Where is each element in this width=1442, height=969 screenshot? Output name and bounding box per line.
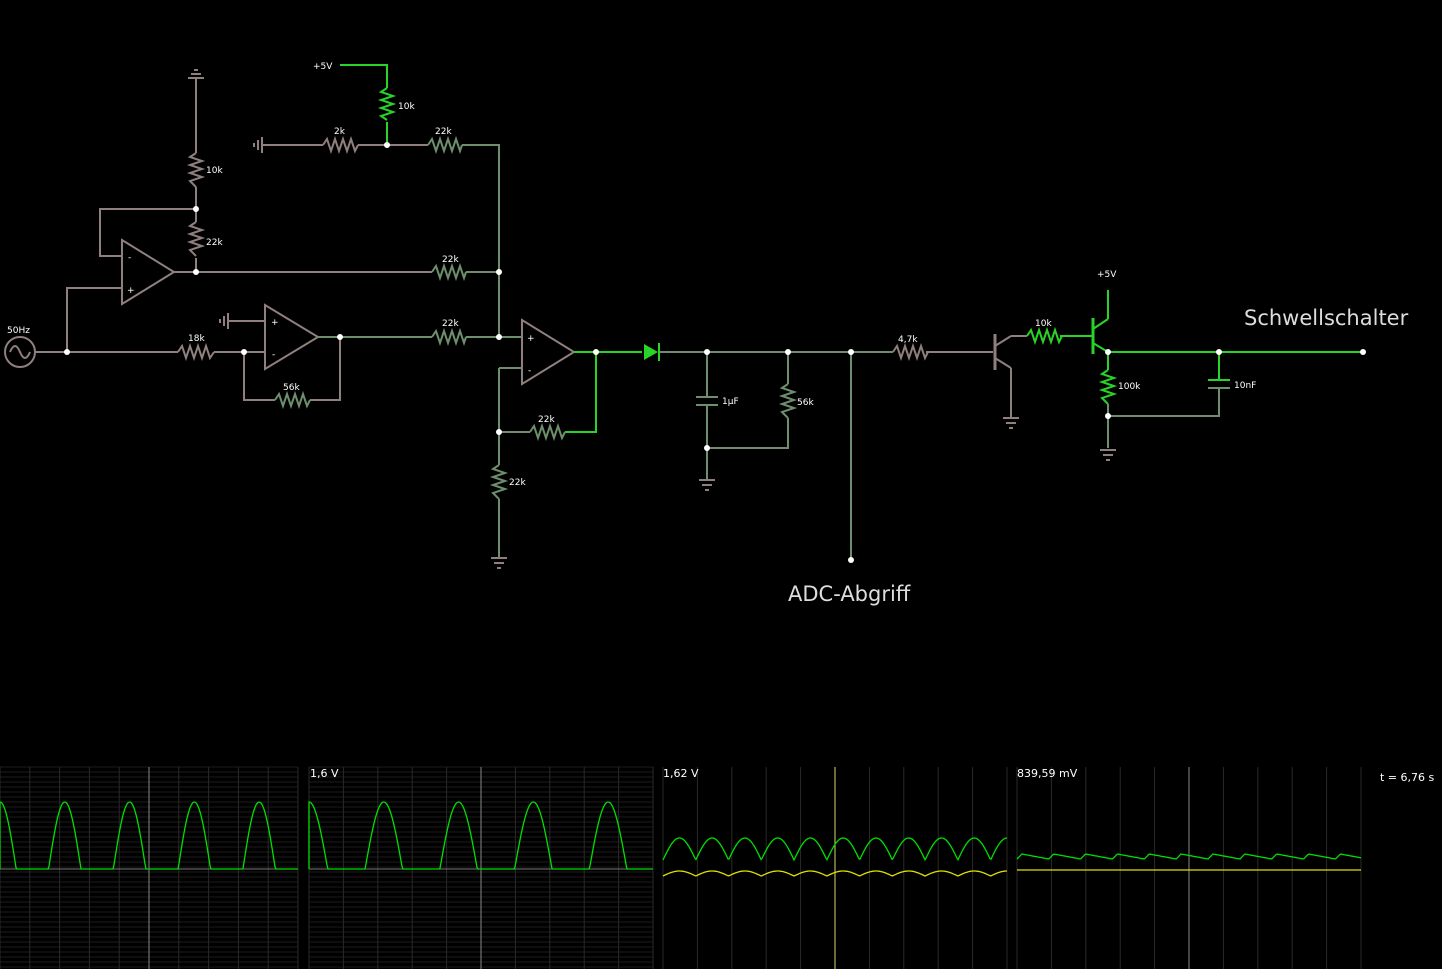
wires-middle [498,272,642,558]
scope-2-value: 1,6 V [310,767,339,780]
resistor-22k-top[interactable] [427,135,463,155]
resistor-22k-gnd[interactable] [489,464,509,500]
wires-left [35,78,432,401]
vcc-top-label: +5V [313,62,333,72]
capacitor-10nF[interactable] [1208,379,1230,389]
vcc-right-label: +5V [1097,270,1117,280]
schwell-label: Schwellschalter [1244,306,1409,330]
scope-panel-3[interactable] [662,767,1008,969]
opamp2-minus: - [272,350,275,360]
scope-panel-4[interactable] [1016,767,1362,969]
ground-symbol-opamp2 [219,313,229,329]
opamp1-minus: - [128,253,131,263]
r-22k-mid-label: 22k [442,255,459,265]
r-10k-left-label: 10k [206,166,223,176]
r-10k-base-label: 10k [1035,319,1052,329]
resistor-56k[interactable] [778,383,798,419]
diode[interactable] [644,343,660,361]
wires-rc [706,352,852,560]
r-10k-top-label: 10k [398,102,415,112]
r-56k-fb-label: 56k [283,383,300,393]
resistor-2k[interactable] [322,135,359,155]
resistor-4k7[interactable] [892,342,929,362]
resistor-22k-in2[interactable] [431,327,467,347]
ac-source[interactable] [4,336,36,368]
scope-panel-1[interactable] [0,766,299,969]
scope-panels[interactable] [0,766,1362,969]
opamp-1[interactable] [121,238,176,306]
ground-symbol-t1 [1003,417,1019,429]
r-22k-in2-label: 22k [442,319,459,329]
wires-top [262,64,500,272]
scope-panel-2[interactable] [308,766,654,969]
source-label: 50Hz [7,326,30,336]
r-2k-label: 2k [334,127,346,137]
ground-symbol-out [1100,449,1116,461]
r-22k-fb1-label: 22k [206,238,223,248]
resistor-10k-left[interactable] [186,152,206,188]
opamp1-plus: + [127,286,135,296]
simulation-time: t = 6,76 s [1380,771,1435,784]
ground-symbol-top-left [188,69,204,79]
opamp-2[interactable] [264,303,320,371]
capacitor-1uF[interactable] [696,396,718,406]
ground-symbol-rc [699,479,715,491]
transistor-pnp-2[interactable] [1091,290,1109,354]
opamp-3[interactable] [521,318,576,386]
resistor-10k-base[interactable] [1026,326,1063,346]
scope-3-value: 1,62 V [663,767,699,780]
resistor-10k-top[interactable] [377,87,397,121]
r-22k-top-label: 22k [435,127,452,137]
resistor-56k-fb[interactable] [274,390,311,410]
opamp3-minus: - [528,366,531,376]
opamp2-plus: + [271,318,279,328]
r-18k-label: 18k [188,334,205,344]
resistor-22k-mid[interactable] [431,262,467,282]
opamp3-plus: + [527,334,535,344]
ground-symbol-mid [491,557,507,569]
r-4k7-label: 4,7k [898,335,918,345]
transistor-npn-1[interactable] [993,334,1027,418]
scope-4-value: 839,59 mV [1017,767,1078,780]
r-56k-label: 56k [797,398,814,408]
wires-output [1107,351,1363,448]
resistor-22k-fb3[interactable] [529,422,566,442]
c-10nF-label: 10nF [1234,381,1256,391]
r-22k-fb3-label: 22k [538,415,555,425]
resistor-22k-fb1[interactable] [186,221,206,257]
junction-nodes [64,142,1366,563]
resistor-100k[interactable] [1098,369,1118,405]
adc-label: ADC-Abgriff [788,582,911,606]
c-1uF-label: 1µF [722,397,739,407]
resistor-18k[interactable] [177,342,215,362]
ground-symbol-top [253,137,263,153]
r-100k-label: 100k [1118,382,1141,392]
r-22k-gnd-label: 22k [509,478,526,488]
